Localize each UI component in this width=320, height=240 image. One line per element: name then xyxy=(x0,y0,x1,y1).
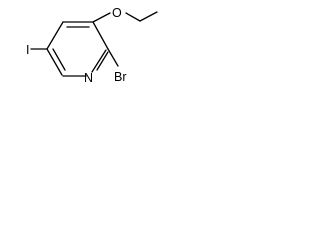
atom-iodine-label: I xyxy=(26,43,29,57)
bond-c4-c5 xyxy=(46,21,64,50)
bond-o-ch2 xyxy=(125,12,141,22)
bond-c3-o xyxy=(92,12,111,23)
atom-oxygen-label: O xyxy=(112,6,122,20)
bond-c5-c6-inner xyxy=(52,48,66,71)
bond-c2-br xyxy=(107,48,119,67)
bond-n-c2 xyxy=(91,49,107,73)
bond-c5-c6 xyxy=(46,48,63,76)
bond-n-c2-inner xyxy=(96,51,109,71)
atom-nitrogen-label: N xyxy=(84,71,93,85)
bond-ch2-ch3 xyxy=(139,11,158,22)
bond-c2-c3 xyxy=(92,21,109,50)
atom-bromine-label: Br xyxy=(114,70,127,84)
molecule-drawing: N Br I O xyxy=(26,6,158,85)
structure-canvas: N Br I O xyxy=(0,0,217,97)
